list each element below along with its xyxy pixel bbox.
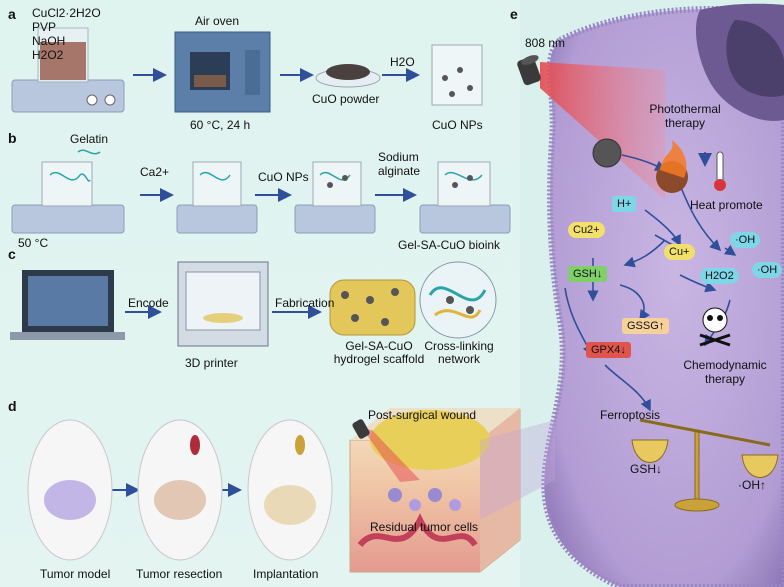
reagent-list: CuCl2·2H2O PVP NaOH H2O2: [32, 6, 101, 62]
gsh-badge: GSH↓: [568, 266, 608, 282]
scaffold-label: Gel-SA-CuO hydrogel scaffold: [333, 339, 425, 366]
nps-beaker: [431, 44, 483, 106]
encode-label: Encode: [128, 296, 169, 310]
panel-label-a: a: [8, 6, 16, 22]
fabrication-label: Fabrication: [275, 296, 335, 310]
reagent-item: H2O2: [32, 48, 64, 62]
step-label: Tumor resection: [136, 567, 223, 581]
hot-plate-a: [11, 27, 125, 113]
reagent-item: PVP: [32, 20, 57, 34]
ca-label: Ca2+: [140, 165, 170, 179]
cu1-badge: Cu+: [664, 244, 695, 260]
gpx4-badge: GPX4↓: [586, 342, 631, 358]
laser-label: 808 nm: [525, 36, 566, 50]
panel-label-e: e: [510, 6, 518, 22]
panel-label-c: c: [8, 246, 16, 262]
skull-icon: [699, 307, 731, 347]
h-plus-badge: H+: [612, 196, 637, 212]
heat-promote-label: Heat promote: [690, 198, 763, 212]
laser-beam-e: [540, 62, 665, 200]
balance-right-label: ·OH↑: [738, 478, 766, 492]
oh-badge-1: ·OH: [730, 232, 761, 248]
powder-label: CuO powder: [312, 92, 380, 106]
hot-plates-b: [11, 204, 511, 234]
cuo-nps-label-b: CuO NPs: [258, 170, 309, 184]
powder-dish: [315, 64, 381, 88]
step-label: Tumor model: [40, 567, 111, 581]
cu2-badge: Cu2+: [568, 222, 605, 238]
network-circle: [419, 261, 497, 339]
h2o2-badge: H2O2: [700, 268, 739, 284]
wound-label: Post-surgical wound: [368, 408, 477, 422]
nps-label: CuO NPs: [432, 118, 483, 132]
reagent-item: CuCl2·2H2O: [32, 6, 101, 20]
alginate-label: Sodium alginate: [378, 150, 421, 178]
ferroptosis-label: Ferroptosis: [600, 408, 661, 422]
water-label: H2O: [390, 55, 415, 69]
gelatin-label: Gelatin: [70, 132, 109, 146]
cdt-label: Chemodynamic therapy: [683, 358, 767, 386]
laptop: [10, 270, 125, 340]
reagent-item: NaOH: [32, 34, 66, 48]
panel-label-b: b: [8, 130, 17, 146]
air-oven: [174, 31, 271, 113]
network-label: Cross-linking network: [424, 339, 494, 366]
oven-label: Air oven: [195, 14, 240, 28]
step-label: Implantation: [253, 567, 319, 581]
laser-device-e: [517, 55, 541, 86]
tissue-block: [349, 408, 521, 573]
oven-condition: 60 °C, 24 h: [190, 118, 251, 132]
laser-beam-d: [362, 428, 420, 482]
gssg-badge: GSSG↑: [622, 318, 670, 334]
printer-label: 3D printer: [185, 356, 238, 370]
balance-left-label: GSH↓: [630, 462, 663, 476]
temp-label: 50 °C: [18, 236, 49, 250]
balance-scale: [631, 418, 779, 512]
tumor-cells-label: Residual tumor cells: [370, 520, 479, 534]
panel-label-d: d: [8, 398, 17, 414]
oh-badge-2: ·OH: [752, 262, 783, 278]
scaffold: [329, 279, 416, 336]
printer: [177, 261, 269, 347]
bioink-label: Gel-SA-CuO bioink: [398, 238, 501, 252]
ptt-label: Photothermal therapy: [649, 102, 721, 130]
tumor-particle-e: [592, 138, 622, 168]
